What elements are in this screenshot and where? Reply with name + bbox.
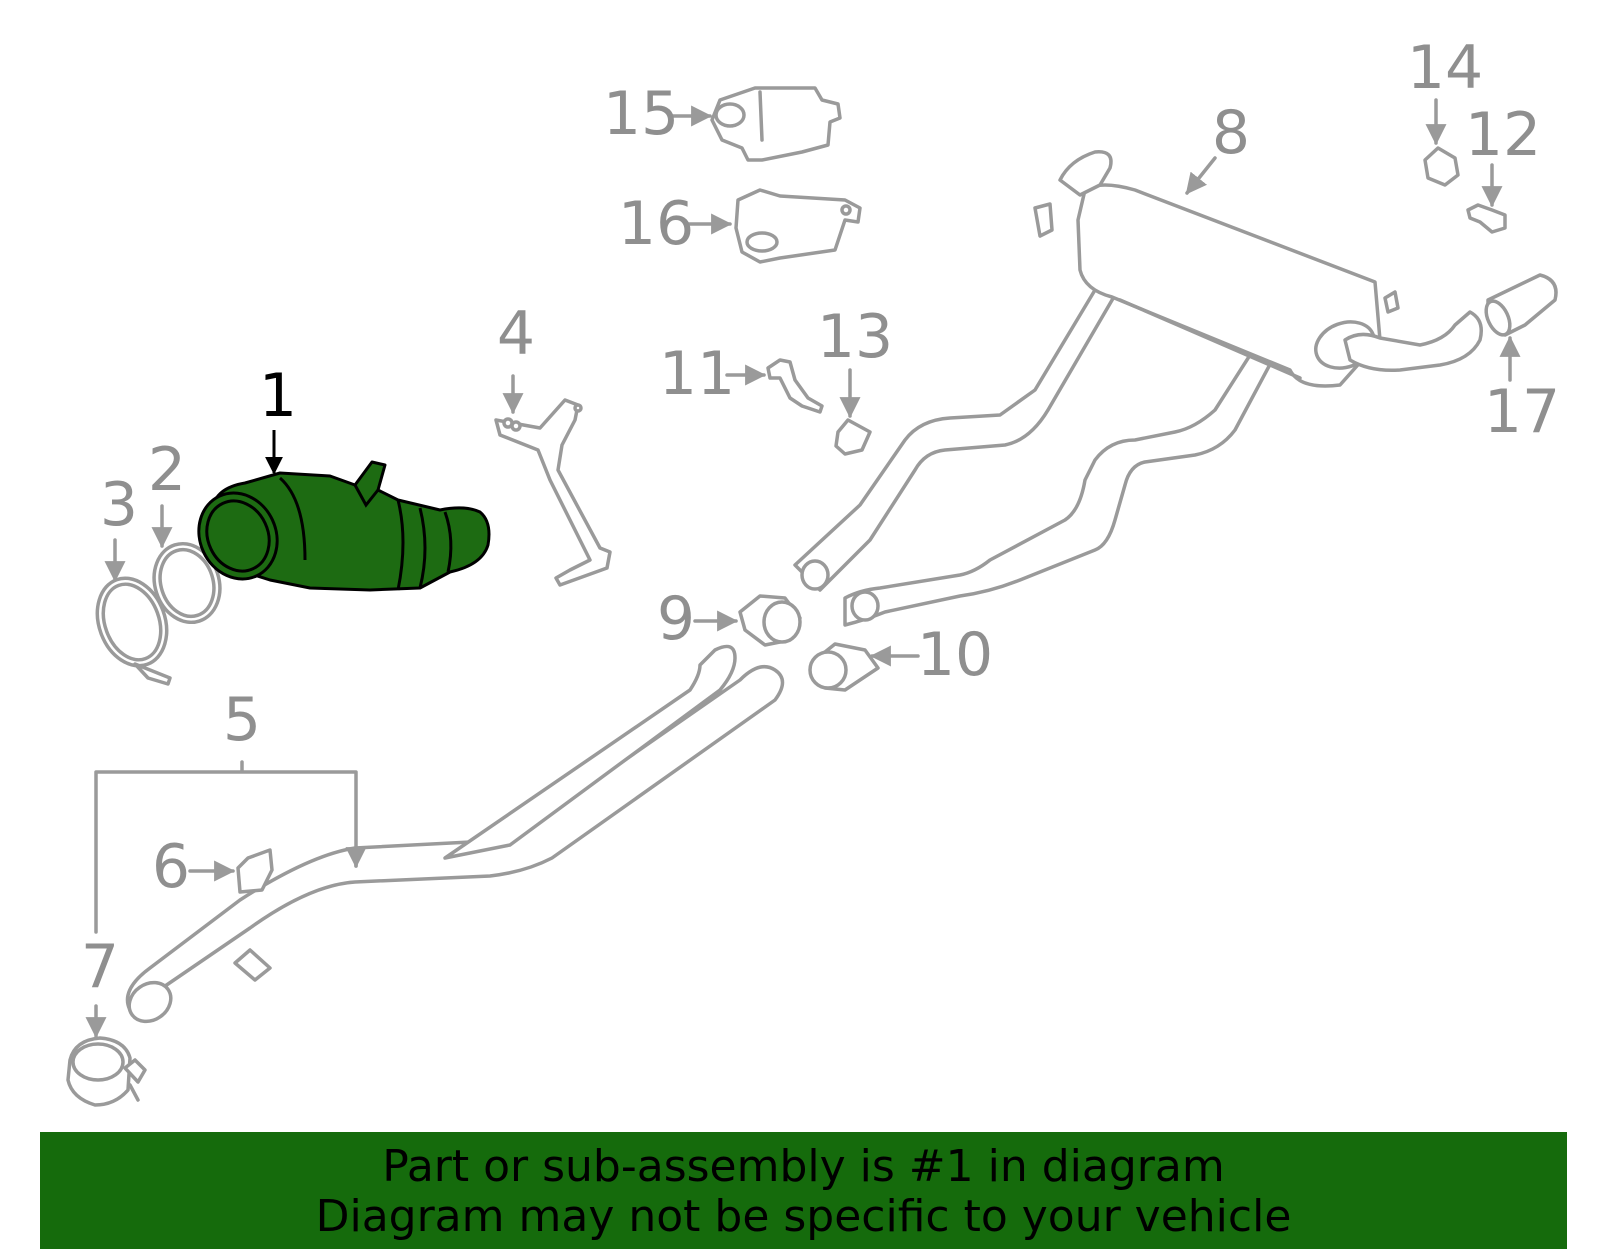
front-exhaust-pipe [125,644,785,1024]
tailpipe-tip [1484,273,1558,337]
footer-part-note: Part or sub-assembly is #1 in diagram [382,1141,1225,1192]
clip-13 [834,418,872,456]
clamp-ring-3 [95,576,172,686]
callout-1: 1 [259,361,297,431]
leader-lines [85,98,1521,1039]
footer-banner: Part or sub-assembly is #1 in diagram Di… [40,1132,1567,1249]
catalytic-converter-highlighted[interactable] [185,460,491,592]
callout-8: 8 [1212,98,1250,168]
callout-9: 9 [657,584,695,654]
callout-16: 16 [618,189,694,259]
bolt-11 [766,358,824,414]
callout-17: 17 [1484,377,1560,447]
callout-13: 13 [817,302,893,372]
gasket-2 [152,541,222,625]
mounting-plate [734,188,862,264]
leader-5-bracket [94,760,358,934]
callout-7: 7 [81,932,119,1002]
nut-14 [1423,146,1460,187]
callout-6: 6 [152,832,190,902]
leader-8 [1185,156,1217,195]
callout-5: 5 [223,685,261,755]
exhaust-flap-actuator [710,86,842,162]
callout-10: 10 [917,620,993,690]
hanger-bracket [494,398,612,587]
callout-15: 15 [603,79,679,149]
pipe-clamp-9 [738,594,802,647]
callout-3: 3 [100,470,138,540]
rear-muffler-assembly [793,150,1483,627]
callout-2: 2 [148,435,186,505]
callout-11: 11 [659,339,735,409]
footer-disclaimer: Diagram may not be specific to your vehi… [315,1191,1292,1242]
screw-12 [1466,203,1507,234]
callouts: 1 2 3 4 5 6 7 8 9 10 11 12 13 14 15 16 1… [81,33,1560,1002]
callout-14: 14 [1407,33,1483,103]
callout-4: 4 [497,299,535,369]
clamp-7 [66,1036,147,1107]
pipe-clamp-10 [808,642,880,692]
callout-12: 12 [1465,100,1541,170]
hanger-insulator [236,848,274,894]
